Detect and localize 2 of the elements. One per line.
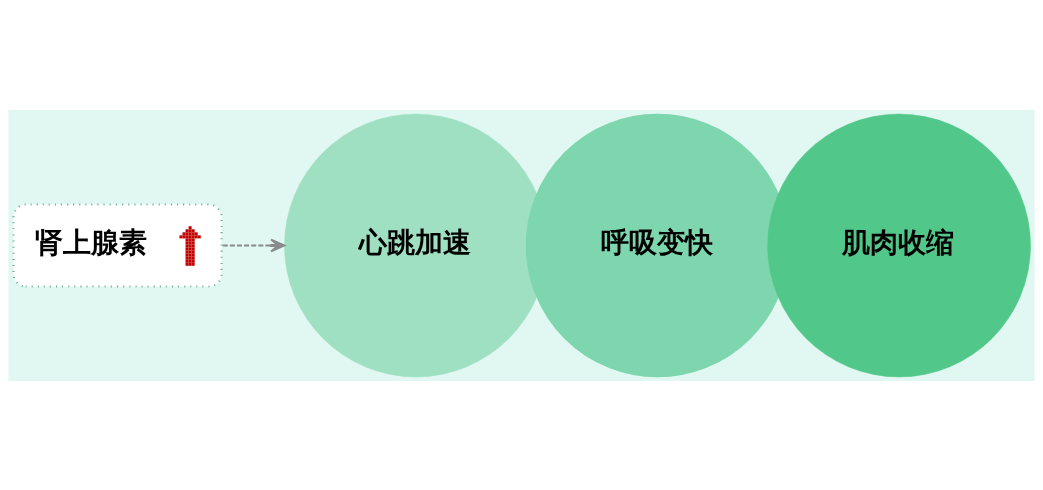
arrow bbox=[222, 238, 286, 252]
node-circle: 肌肉收缩 bbox=[767, 113, 1031, 377]
